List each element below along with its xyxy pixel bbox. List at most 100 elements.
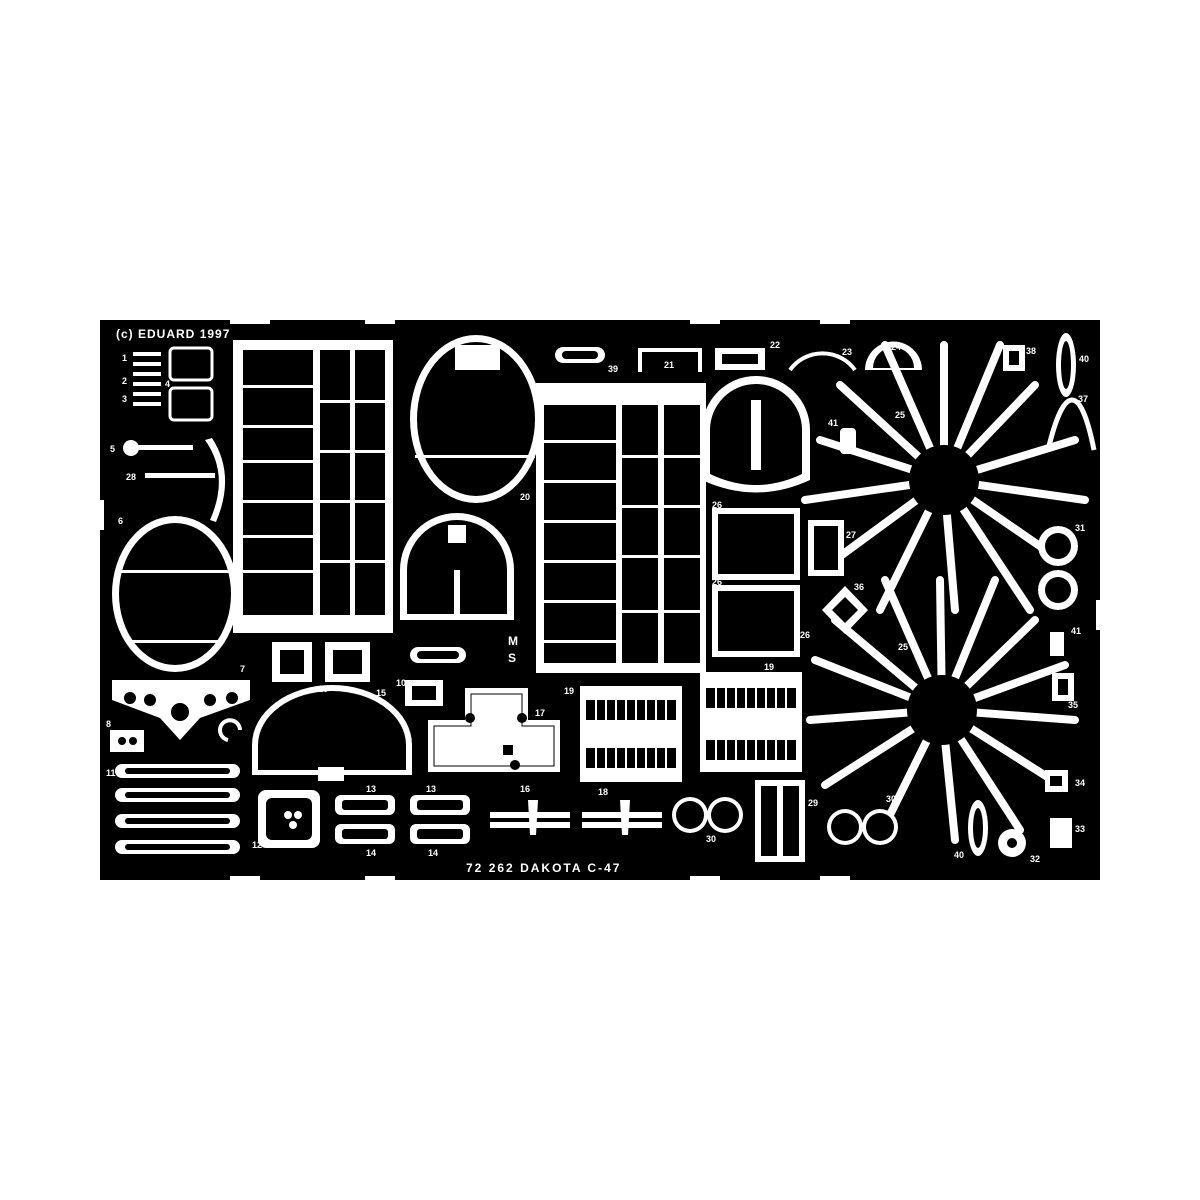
label-25a: 25 xyxy=(895,410,905,420)
panel-left xyxy=(233,340,393,633)
part-8 xyxy=(110,730,144,752)
part-34 xyxy=(1045,770,1068,792)
svg-text:72 262 DAKOTA C-47: 72 262 DAKOTA C-47 xyxy=(466,861,621,875)
label-14b: 14 xyxy=(428,848,438,858)
label-14a: 14 xyxy=(366,848,376,858)
part-7-instrument-panel xyxy=(112,680,250,740)
part-22 xyxy=(715,348,765,370)
label-39: 39 xyxy=(608,364,618,374)
mark-s: S xyxy=(508,651,517,665)
part-12 xyxy=(258,790,320,848)
part-41 xyxy=(840,428,1064,656)
part-4-frames xyxy=(168,346,214,422)
copyright-text: (c) xyxy=(116,327,134,341)
label-18: 18 xyxy=(598,787,608,797)
part-23 xyxy=(788,351,857,372)
part-19-grilles xyxy=(580,672,802,782)
part-6-oval xyxy=(112,516,238,672)
part-33 xyxy=(1050,818,1072,848)
part-15-panel xyxy=(252,685,412,781)
year-text: 1997 xyxy=(200,327,231,341)
part-31-small xyxy=(410,647,466,663)
label-37: 37 xyxy=(1078,394,1088,404)
part-25-hub-bottom xyxy=(907,675,977,745)
mark-m: M xyxy=(508,634,519,648)
part-29 xyxy=(755,780,805,862)
part-9 xyxy=(218,718,242,742)
label-26c: 26 xyxy=(712,577,722,587)
label-13b: 13 xyxy=(426,784,436,794)
part-21 xyxy=(638,348,702,372)
label-5: 5 xyxy=(110,444,115,454)
label-19a: 19 xyxy=(564,686,574,696)
parts-13-14-inner xyxy=(342,800,463,839)
label-30b: 30 xyxy=(886,794,896,804)
part-1-3-ladder xyxy=(133,352,161,406)
label-10a: 10 xyxy=(318,684,328,694)
label-26a: 26 xyxy=(712,500,722,510)
label-11: 11 xyxy=(106,768,116,778)
part-35 xyxy=(1052,673,1074,701)
part-11-slots xyxy=(125,768,230,850)
dome-mid xyxy=(400,513,514,620)
part-39 xyxy=(555,347,605,363)
part-40-bottom xyxy=(968,800,988,856)
part-17 xyxy=(428,688,560,772)
label-8: 8 xyxy=(106,719,111,729)
label-28: 28 xyxy=(126,472,136,482)
label-29: 29 xyxy=(808,798,818,808)
part-26-panels xyxy=(712,508,800,657)
label-12: 12 xyxy=(252,840,262,850)
svg-text:(c) EDUARD 1997: (c) EDUARD 1997 xyxy=(116,327,230,341)
label-24: 24 xyxy=(891,342,901,352)
part-5-lever xyxy=(123,440,193,456)
label-26b: 26 xyxy=(800,630,810,640)
part-25-hub-top xyxy=(909,445,979,515)
catalog-prefix: 72 xyxy=(466,861,483,875)
label-25b: 25 xyxy=(898,642,908,652)
label-4: 4 xyxy=(165,379,170,389)
part-32 xyxy=(998,829,1026,857)
label-41a: 41 xyxy=(1071,626,1081,636)
part-30-inner xyxy=(676,801,894,841)
label-6: 6 xyxy=(118,516,123,526)
catalog-number: 262 xyxy=(489,861,515,875)
label-13a: 13 xyxy=(366,784,376,794)
label-21: 21 xyxy=(664,360,674,370)
label-1: 1 xyxy=(122,353,127,363)
label-40b: 40 xyxy=(954,850,964,860)
label-36: 36 xyxy=(854,582,864,592)
label-19b: 19 xyxy=(764,662,774,672)
label-20: 20 xyxy=(520,492,530,502)
label-41b: 41 xyxy=(828,418,838,428)
part-20-oval xyxy=(410,335,542,503)
part-31-inner xyxy=(1045,533,1071,603)
label-15: 15 xyxy=(376,688,386,698)
part-number-labels: 1 2 3 4 5 6 7 8 10 10 11 12 13 13 14 14 … xyxy=(106,340,1089,864)
label-23: 23 xyxy=(842,347,852,357)
label-17: 17 xyxy=(535,708,545,718)
part-38 xyxy=(1003,345,1025,371)
label-40a: 40 xyxy=(1079,354,1089,364)
panel-center xyxy=(536,383,706,673)
kit-name: DAKOTA xyxy=(520,861,582,875)
kit-variant: C-47 xyxy=(587,861,621,875)
maker-text: EDUARD xyxy=(138,327,195,341)
label-33: 33 xyxy=(1075,824,1085,834)
label-30a: 30 xyxy=(706,834,716,844)
label-2: 2 xyxy=(122,376,127,386)
part-18 xyxy=(490,800,662,835)
part-37 xyxy=(1045,397,1097,451)
label-38: 38 xyxy=(1026,346,1036,356)
label-34: 34 xyxy=(1075,778,1085,788)
label-3: 3 xyxy=(122,394,127,404)
label-16: 16 xyxy=(520,784,530,794)
label-32: 32 xyxy=(1030,854,1040,864)
label-10b: 10 xyxy=(396,678,406,688)
label-7: 7 xyxy=(240,664,245,674)
label-35: 35 xyxy=(1068,700,1078,710)
label-31: 31 xyxy=(1075,523,1085,533)
label-27: 27 xyxy=(846,530,856,540)
dome-right xyxy=(702,376,810,493)
part-28-strut xyxy=(145,438,226,522)
